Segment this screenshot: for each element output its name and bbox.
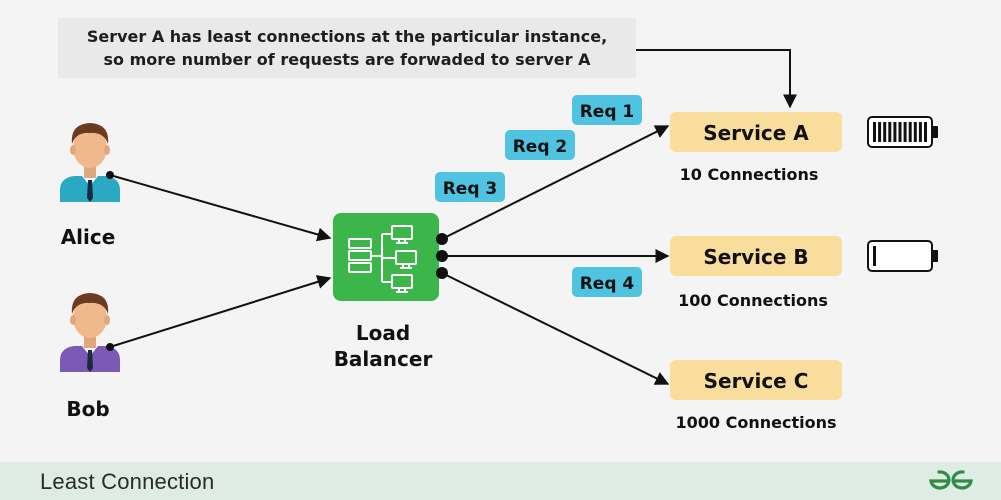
request-label: Req 3	[443, 179, 498, 199]
note-line-1: Server A has least connections at the pa…	[87, 27, 607, 46]
battery-cell	[903, 122, 907, 142]
load-balancer: Load Balancer	[333, 213, 439, 371]
battery-b-level	[873, 246, 876, 266]
battery-cell	[908, 122, 912, 142]
note-pointer-arrow	[636, 49, 797, 109]
lb-to-service-c-arrow	[441, 272, 670, 385]
service-c-label: Service C	[704, 369, 809, 393]
user-alice: Alice	[60, 123, 120, 249]
service-c-connections: 1000 Connections	[676, 413, 837, 432]
battery-cell	[883, 122, 887, 142]
note-line-2: so more number of requests are forwaded …	[104, 50, 592, 69]
service-b: Service B 100 Connections	[670, 236, 842, 310]
battery-cell	[873, 122, 876, 142]
service-a-label: Service A	[703, 121, 809, 145]
least-connection-diagram: Server A has least connections at the pa…	[58, 18, 938, 432]
service-b-label: Service B	[703, 245, 808, 269]
service-a-connections: 10 Connections	[680, 165, 819, 184]
battery-cell	[924, 122, 927, 142]
battery-cell	[878, 122, 882, 142]
user-bob: Bob	[60, 293, 120, 421]
load-balancer-label-line-1: Load	[356, 321, 410, 345]
footer-title: Least Connection	[40, 469, 215, 494]
note-callout: Server A has least connections at the pa…	[58, 18, 636, 78]
service-b-box	[670, 236, 842, 276]
request-label: Req 1	[580, 102, 635, 122]
lb-to-service-a-arrow	[441, 125, 670, 240]
bob-to-lb-arrow	[109, 275, 332, 348]
server-network-icon	[348, 225, 417, 293]
load-balancer-label-line-2: Balancer	[334, 347, 433, 371]
battery-cell	[888, 122, 892, 142]
request-label: Req 2	[513, 137, 568, 157]
battery-full-icon	[867, 116, 938, 148]
service-a-box	[670, 112, 842, 152]
alice-label: Alice	[61, 225, 116, 249]
battery-low-icon	[867, 240, 938, 272]
alice-to-lb-arrow	[109, 174, 332, 242]
person-icon	[60, 293, 120, 372]
service-b-connections: 100 Connections	[678, 291, 828, 310]
service-a: Service A 10 Connections	[670, 112, 842, 184]
footer-bar: Least Connection	[0, 462, 1001, 500]
request-badge-1: Req 1	[572, 95, 642, 125]
battery-cell	[918, 122, 922, 142]
request-badge-3: Req 3	[435, 172, 505, 202]
battery-a-level	[873, 122, 927, 142]
battery-cell	[898, 122, 902, 142]
battery-cell	[873, 246, 876, 266]
battery-cell	[913, 122, 917, 142]
service-c-box	[670, 360, 842, 400]
service-c: Service C 1000 Connections	[670, 360, 842, 432]
request-badge-2: Req 2	[505, 130, 575, 160]
battery-cell	[893, 122, 897, 142]
note-background	[58, 18, 636, 78]
gfg-logo-icon	[929, 470, 973, 490]
bob-label: Bob	[66, 397, 109, 421]
request-badge-4: Req 4	[572, 267, 642, 297]
person-icon	[60, 123, 120, 202]
request-label: Req 4	[580, 274, 635, 294]
